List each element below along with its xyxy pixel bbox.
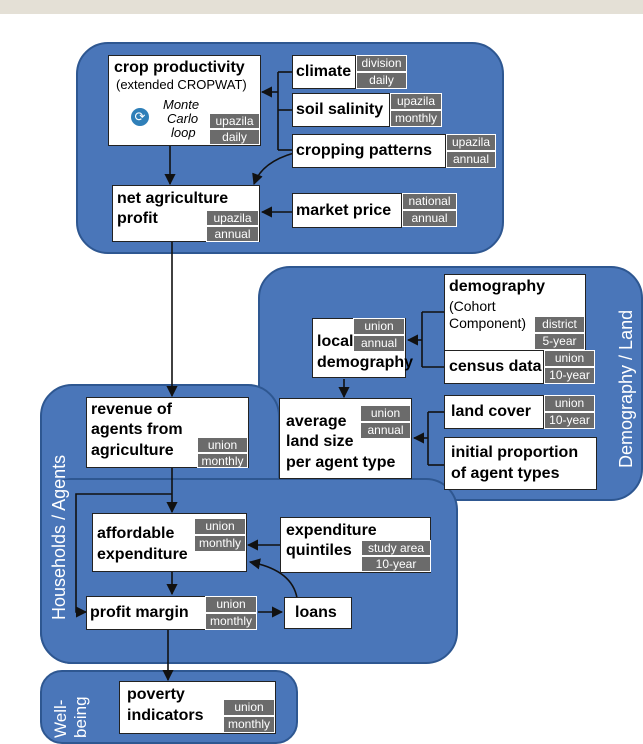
affordable-expenditure-tag-scale: union [194,518,246,535]
land-cover-tag-freq: 10-year [544,412,595,429]
affordable-expenditure-title-1: affordable [97,525,175,542]
box-land-cover [444,395,544,429]
crop-productivity-subtitle: (extended CROPWAT) [116,77,247,92]
market-price-title: market price [296,202,392,219]
crop-loop-line-2: Carlo [167,111,199,126]
cropping-patterns-tag-scale: upazila [446,134,496,151]
revenue-of-agents-tag-scale: union [197,437,248,453]
climate-tag-freq: daily [356,72,407,89]
poverty-indicators-tag-scale: union [223,699,275,716]
profit-margin-title: profit margin [90,604,189,621]
revenue-of-agents-title-2: agents from [91,421,183,438]
top-bar [0,0,643,14]
box-market-price [292,193,402,228]
soil-salinity-title: soil salinity [296,101,384,118]
net-agriculture-profit-title-2: profit [117,210,158,227]
initial-proportion-title-2: of agent types [451,465,560,482]
crop-productivity-tag-scale: upazila [209,113,260,129]
profit-margin-tag-freq: monthly [205,613,257,630]
crop-loop-line-3: loop [171,125,196,140]
cropping-patterns-tag-freq: annual [446,151,496,168]
revenue-of-agents-title-3: agriculture [91,442,174,459]
land-cover-title: land cover [451,403,532,420]
poverty-indicators-title-1: poverty [127,686,185,703]
land-cover-tag-scale: union [544,395,595,412]
crop-productivity-title: crop productivity [114,59,245,76]
market-price-tag-freq: annual [402,210,457,227]
local-demography-tag-freq: annual [353,335,405,352]
box-soil-salinity [292,93,390,127]
market-price-tag-scale: national [402,193,457,210]
revenue-of-agents-title-1: revenue of [91,401,172,418]
average-land-size-tag-freq: annual [360,422,411,439]
expenditure-quintiles-title-1: expenditure [286,522,377,539]
arrow-cropping-to-profit [252,152,295,186]
average-land-size-title-2: land size [286,433,354,450]
demography-tag-freq: 5-year [534,333,585,350]
local-demography-tag-scale: union [353,318,405,335]
expenditure-quintiles-title-2: quintiles [286,542,352,559]
expenditure-quintiles-tag-scale: study area [361,540,431,556]
revenue-of-agents-tag-freq: monthly [197,453,248,468]
climate-title: climate [296,63,352,80]
local-demography-title-2: demography [317,354,414,371]
net-agriculture-profit-title-1: net agriculture [117,190,229,207]
demography-subtitle-1: (Cohort [449,298,496,314]
profit-margin-tag-scale: union [205,596,257,613]
soil-salinity-tag-freq: monthly [390,110,442,127]
census-data-tag-scale: union [544,350,595,367]
box-cropping-patterns [292,134,446,168]
average-land-size-title-3: per agent type [286,454,396,471]
net-agriculture-profit-tag-freq: annual [206,226,259,242]
demography-title: demography [449,278,546,295]
affordable-expenditure-tag-freq: monthly [194,535,246,552]
climate-tag-scale: division [356,55,407,72]
initial-proportion-title-1: initial proportion [451,444,579,461]
local-demography-title-1: local [317,333,354,350]
box-climate [292,55,356,89]
poverty-indicators-tag-freq: monthly [223,716,275,733]
soil-salinity-tag-scale: upazila [390,93,442,110]
census-data-title: census data [449,358,542,375]
average-land-size-title-1: average [286,413,347,430]
crop-productivity-tag-freq: daily [209,129,260,145]
arrow-loans-to-affordable [248,558,298,599]
census-data-tag-freq: 10-year [544,367,595,384]
demography-tag-scale: district [534,316,585,333]
affordable-expenditure-title-2: expenditure [97,546,188,563]
box-census-data [444,350,544,384]
net-agriculture-profit-tag-scale: upazila [206,210,259,226]
refresh-loop-icon: ⟳ [131,108,149,126]
average-land-size-tag-scale: union [360,405,411,422]
expenditure-quintiles-tag-freq: 10-year [361,556,431,572]
loans-title: loans [295,604,337,621]
box-loans [284,597,352,629]
poverty-indicators-title-2: indicators [127,707,204,724]
cropping-patterns-title: cropping patterns [296,142,433,159]
crop-loop-line-1: Monte [163,97,200,112]
demography-subtitle-2: Component) [449,315,527,331]
box-initial-proportion [444,437,597,490]
box-crop-productivity [108,55,261,146]
